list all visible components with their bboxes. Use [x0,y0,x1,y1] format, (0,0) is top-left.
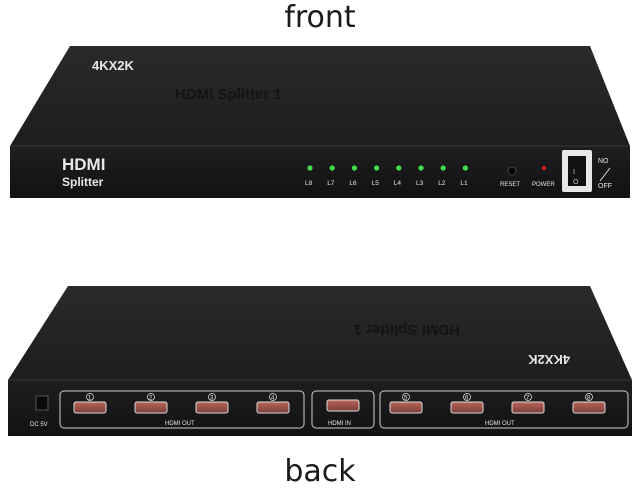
led-row: L8 L7 L6 L5 L4 L3 L2 L1 [305,165,468,187]
hdmi-out-port-3[interactable] [195,401,229,414]
svg-text:I: I [573,169,575,176]
hdmi-out-port-6[interactable] [450,401,484,414]
front-top-label: 4KX2K [92,58,135,73]
led-indicator-l2 [440,165,446,171]
front-device: 4KX2K HDMI Splitter 1 HDMI Splitter L8 L7… [10,46,630,198]
brand-line1: HDMI [62,155,105,174]
port-number-4: 4 [271,396,275,402]
port-number-2: 2 [149,396,153,402]
switch-on-label: NO [598,158,609,165]
brand-line2: Splitter [62,175,104,189]
hdmi-out-port-4[interactable] [256,401,290,414]
dc-label: DC 5V [30,422,48,428]
front-top-embossed: HDMI Splitter 1 [175,86,282,103]
in-label: HDMI IN [328,421,351,427]
in-group [311,390,375,429]
front-caption: front [284,0,356,35]
switch-off-label: OFF [598,183,612,190]
port-number-circle [147,393,155,401]
power-led-icon [542,166,546,170]
back-caption: back [284,454,356,489]
led-indicator-l5 [374,165,380,171]
reset-button[interactable] [507,166,517,176]
port-number-1: 1 [88,396,92,402]
dc-jack-icon [35,395,49,411]
hdmi-out-port-8[interactable] [572,401,606,414]
switch-rocker [568,156,586,186]
led-label-l4: L4 [394,180,402,187]
front-top-surface [10,46,630,146]
front-face [10,146,630,198]
port-number-6: 6 [465,396,469,402]
back-top-label: 4KX2K [527,352,570,367]
led-indicator-l8 [307,165,313,171]
port-number-circle [208,393,216,401]
port-number-8: 8 [587,396,591,402]
led-indicator-l3 [418,165,424,171]
port-number-circle [585,393,593,401]
led-indicator-l7 [329,165,335,171]
led-label-l5: L5 [372,180,380,187]
port-number-circle [524,393,532,401]
reset-label: RESET [500,182,520,188]
port-number-3: 3 [210,396,214,402]
back-device: 4KX2K HDMI Splitter 1 DC 5V 1 2 3 4 5 6 7 8 HD… [8,286,632,436]
led-indicator-l4 [396,165,402,171]
out-left-label: HDMI OUT [165,421,195,427]
led-indicator-l1 [462,165,468,171]
port-number-circle [402,393,410,401]
port-number-circle [86,393,94,401]
led-label-l8: L8 [305,180,313,187]
hdmi-out-port-1[interactable] [73,401,107,414]
out-right-label: HDMI OUT [485,421,515,427]
port-number-5: 5 [404,396,408,402]
led-label-l6: L6 [349,180,357,187]
back-top-surface [8,286,632,380]
port-number-7: 7 [526,396,530,402]
port-number-circle [463,393,471,401]
led-indicator-l6 [351,165,357,171]
hdmi-out-port-2[interactable] [134,401,168,414]
ports-right: 5 6 7 8 [389,393,606,414]
power-label: POWER [532,182,555,188]
hdmi-in-port[interactable] [326,399,360,412]
led-label-l3: L3 [416,180,424,187]
hdmi-out-port-7[interactable] [511,401,545,414]
svg-text:O: O [573,179,579,186]
out-group-right [379,390,629,429]
ports-left: 1 2 3 4 [73,393,290,414]
port-number-circle [269,393,277,401]
back-top-embossed: HDMI Splitter 1 [353,321,460,338]
led-label-l1: L1 [460,180,468,187]
out-group-left [59,390,305,429]
hdmi-out-port-5[interactable] [389,401,423,414]
led-label-l2: L2 [438,180,446,187]
led-label-l7: L7 [327,180,335,187]
